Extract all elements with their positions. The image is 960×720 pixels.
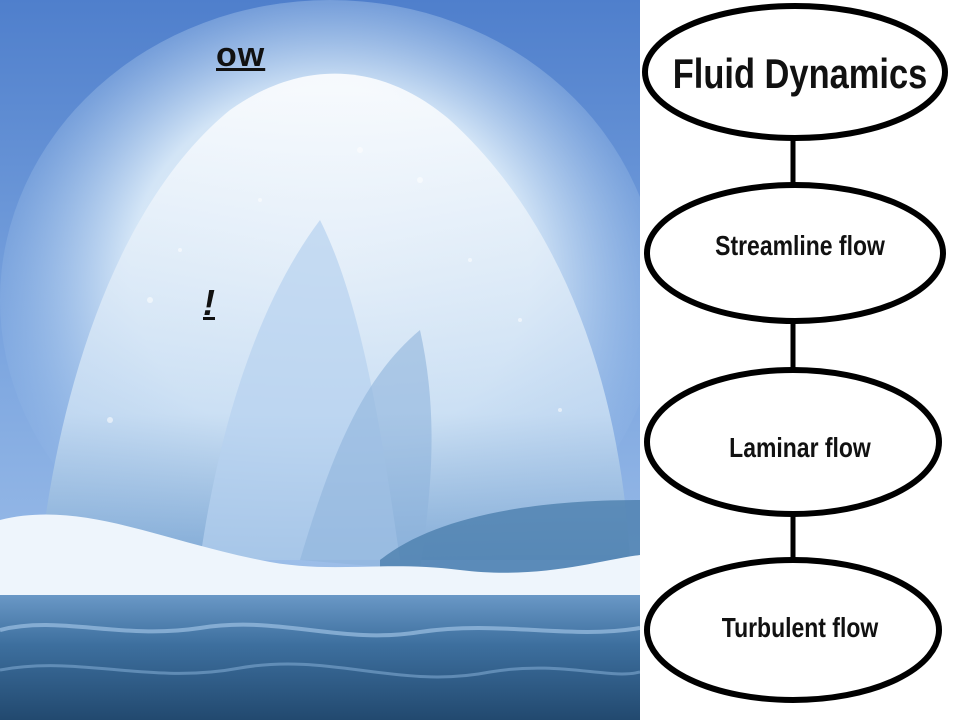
node-ellipse-laminar (644, 367, 942, 517)
node-label-laminar: Laminar flow (729, 432, 871, 463)
diagram-shapes (642, 3, 948, 703)
wave-splash-image (0, 0, 640, 720)
node-ellipse-turbulent (644, 557, 942, 703)
root-node-ellipse (642, 3, 948, 141)
node-label-streamline: Streamline flow (715, 230, 885, 261)
fluid-dynamics-diagram: Fluid Dynamics Streamline flow Laminar f… (640, 0, 960, 720)
node-ellipse-streamline (644, 182, 946, 324)
wave-photo: ow ! (0, 0, 640, 720)
node-label-turbulent: Turbulent flow (721, 612, 879, 643)
overlay-text-mark: ! (203, 282, 215, 323)
root-node-label: Fluid Dynamics (672, 50, 928, 97)
overlay-text-ow: ow (216, 36, 266, 74)
